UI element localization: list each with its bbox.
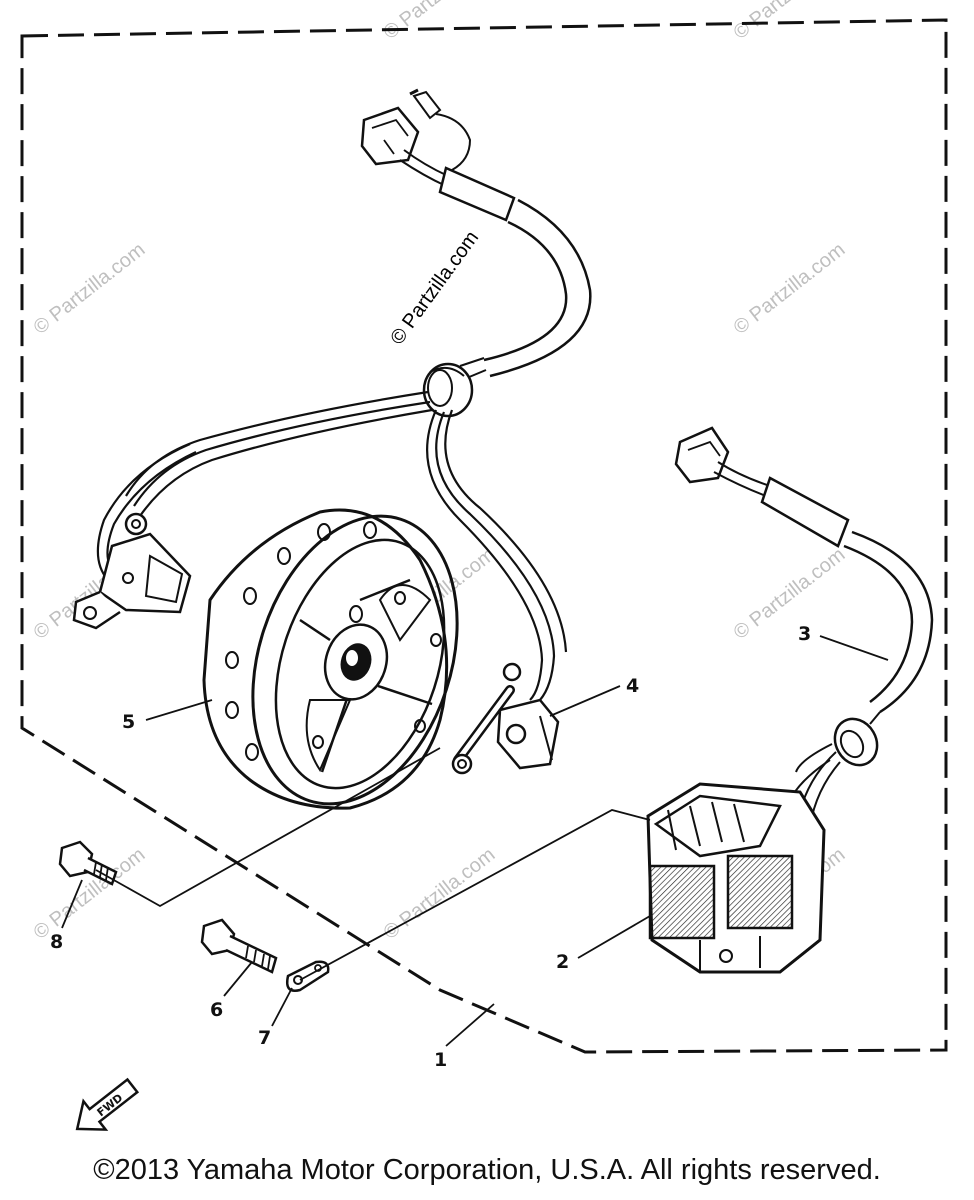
leader-6 <box>223 961 253 997</box>
leader-3 <box>819 635 889 661</box>
watermark: © Partzilla.com <box>730 239 850 339</box>
watermark: © Partzilla.com <box>380 0 500 44</box>
stator-harness <box>674 426 934 877</box>
flywheel-rotor <box>202 508 459 810</box>
leader-4 <box>549 685 621 717</box>
leader-lines <box>61 635 889 1047</box>
watermark: © Partzilla.com <box>380 844 500 944</box>
watermark: © Partzilla.com <box>30 239 150 339</box>
leader-8 <box>61 879 83 929</box>
leader-bolt6-path <box>299 809 651 981</box>
callout-8: 8 <box>50 931 63 953</box>
callout-6: 6 <box>210 999 223 1021</box>
callout-labels: 1 2 3 4 5 6 7 8 <box>50 623 811 1071</box>
copyright-notice: ©2013 Yamaha Motor Corporation, U.S.A. A… <box>93 1154 881 1186</box>
callout-1: 1 <box>434 1049 447 1071</box>
pickup-coil <box>451 662 560 775</box>
callout-5: 5 <box>122 711 135 733</box>
left-pickup-coil <box>72 512 192 630</box>
leader-7 <box>271 987 293 1027</box>
bolt-long <box>200 918 278 974</box>
callout-2: 2 <box>556 951 569 973</box>
leader-2 <box>577 915 651 959</box>
callout-3: 3 <box>798 623 811 645</box>
watermark-center: © Partzilla.com <box>386 227 483 349</box>
upper-wire-harness <box>96 88 592 701</box>
leader-bolt8-path <box>95 747 441 908</box>
watermark: © Partzilla.com <box>730 544 850 644</box>
stator-coil <box>646 782 826 974</box>
callout-7: 7 <box>258 1027 271 1049</box>
leader-5 <box>145 699 213 721</box>
bolt-short <box>58 840 118 886</box>
forward-arrow-icon: FWD <box>75 1077 140 1131</box>
leader-1 <box>445 1003 495 1047</box>
assembly-boundary <box>20 18 948 1054</box>
callout-4: 4 <box>626 675 639 697</box>
